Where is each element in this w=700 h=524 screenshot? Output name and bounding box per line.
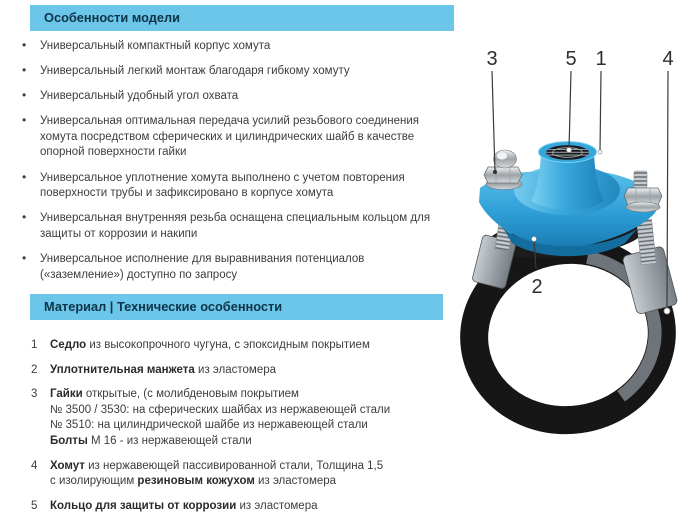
material-item-number: 3 [31, 388, 38, 401]
callout-5: 5 [565, 48, 577, 153]
callout-1: 1 [595, 48, 607, 155]
bullet-icon: • [22, 88, 27, 103]
callout-4: 4 [662, 48, 674, 315]
feature-item: •Универсальное уплотнение хомута выполне… [22, 169, 405, 200]
material-item: 2 Уплотнительная манжета из эластомера [18, 363, 458, 379]
material-item: 1 Седло из высокопрочного чугуна, с эпокс… [18, 338, 458, 354]
material-item-number: 5 [31, 499, 38, 512]
material-item-number: 2 [31, 363, 38, 376]
material-item-line: Гайки открытые, (с молибденовым покрытие… [50, 388, 299, 401]
bolt-left [483, 149, 523, 190]
bolt-right [623, 170, 663, 213]
callout-label-1: 1 [595, 48, 606, 70]
features-header: Особенности модели [30, 5, 454, 31]
bullet-icon: • [22, 38, 27, 52]
material-item-line: № 3500 / 3530: на сферических шайбах из … [50, 403, 391, 416]
bullet-icon: • [22, 250, 27, 265]
materials-list: 1 Седло из высокопрочного чугуна, с эпокс… [18, 338, 458, 523]
material-item-line: Уплотнительная манжета из эластомера [50, 363, 277, 376]
feature-item: •Универсальный легкий монтаж благодаря г… [22, 63, 350, 78]
callout-label-4: 4 [662, 48, 673, 70]
strap [460, 235, 676, 435]
callout-label-3: 3 [486, 48, 497, 70]
material-item-line: Хомут из нержавеющей пассивированной ста… [50, 459, 384, 472]
callout-label-5: 5 [565, 48, 576, 70]
feature-item: •Универсальное исполнение для выравниван… [22, 250, 365, 281]
bullet-icon: • [22, 169, 27, 184]
callout-3: 3 [486, 48, 498, 174]
features-list: •Универсальный компактный корпус хомута•… [18, 38, 454, 293]
material-item-line: с изолирующим резиновым кожухом из эласт… [50, 475, 337, 488]
material-item-line: № 3510: на цилиндрической шайбе из нержа… [50, 419, 368, 432]
material-item-number: 4 [31, 459, 38, 472]
feature-item: •Универсальный удобный угол охвата [22, 88, 239, 103]
feature-item: •Универсальный компактный корпус хомута [22, 38, 271, 52]
materials-header: Материал | Технические особенности [30, 294, 443, 320]
bullet-icon: • [22, 210, 27, 225]
material-item-line: Кольцо для защиты от коррозии из эластом… [50, 499, 318, 512]
material-item-number: 1 [31, 339, 38, 351]
material-item: 5 Кольцо для защиты от коррозии из эласто… [18, 499, 458, 515]
feature-item: •Универсальная оптимальная передача усил… [22, 113, 419, 159]
material-item: 4 Хомут из нержавеющей пассивированной ст… [18, 459, 458, 490]
bullet-icon: • [22, 113, 27, 128]
material-item-line: Болты М 16 - из нержавеющей стали [50, 434, 252, 447]
callout-2: 2 [531, 236, 543, 298]
bullet-icon: • [22, 63, 27, 78]
product-figure: 3 5 1 4 2 [460, 48, 678, 435]
material-item-line: Седло из высокопрочного чугуна, с эпокси… [50, 339, 370, 351]
feature-item: •Универсальная внутренняя резьба оснащен… [22, 210, 431, 240]
callout-label-2: 2 [531, 276, 542, 298]
material-item: 3 Гайки открытые, (с молибденовым покрыти… [18, 387, 458, 449]
